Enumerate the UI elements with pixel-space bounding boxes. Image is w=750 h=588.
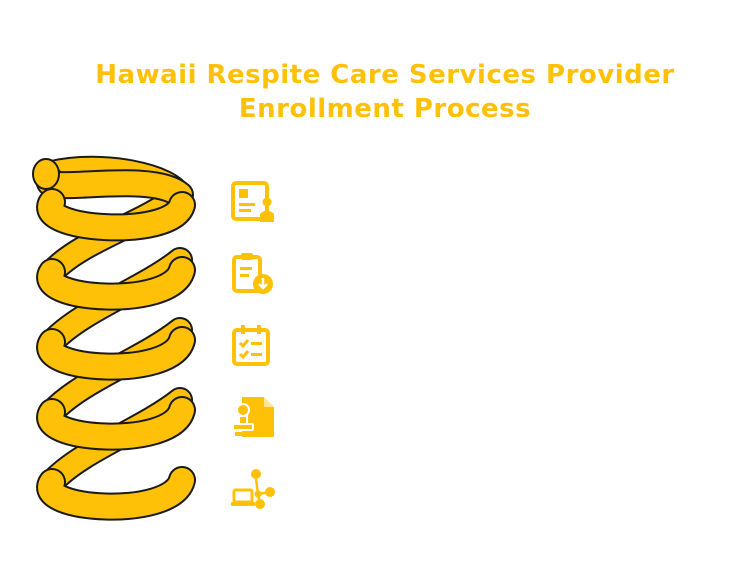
laptop-network-icon bbox=[231, 469, 275, 509]
document-stamp-icon bbox=[232, 397, 274, 437]
title-line-1: Hawaii Respite Care Services Provider bbox=[95, 60, 675, 90]
step-4 bbox=[230, 394, 720, 444]
title-line-2: Enrollment Process bbox=[238, 94, 532, 124]
clipboard-download-icon bbox=[232, 253, 273, 294]
coil-spring-illustration bbox=[32, 155, 196, 521]
checklist-icon bbox=[232, 325, 270, 366]
step-5 bbox=[230, 466, 720, 516]
diagram-title: Hawaii Respite Care Services Provider En… bbox=[40, 58, 730, 126]
step-3 bbox=[230, 322, 720, 372]
id-card-icon bbox=[231, 181, 274, 222]
step-1 bbox=[230, 178, 720, 228]
step-2 bbox=[230, 250, 720, 300]
